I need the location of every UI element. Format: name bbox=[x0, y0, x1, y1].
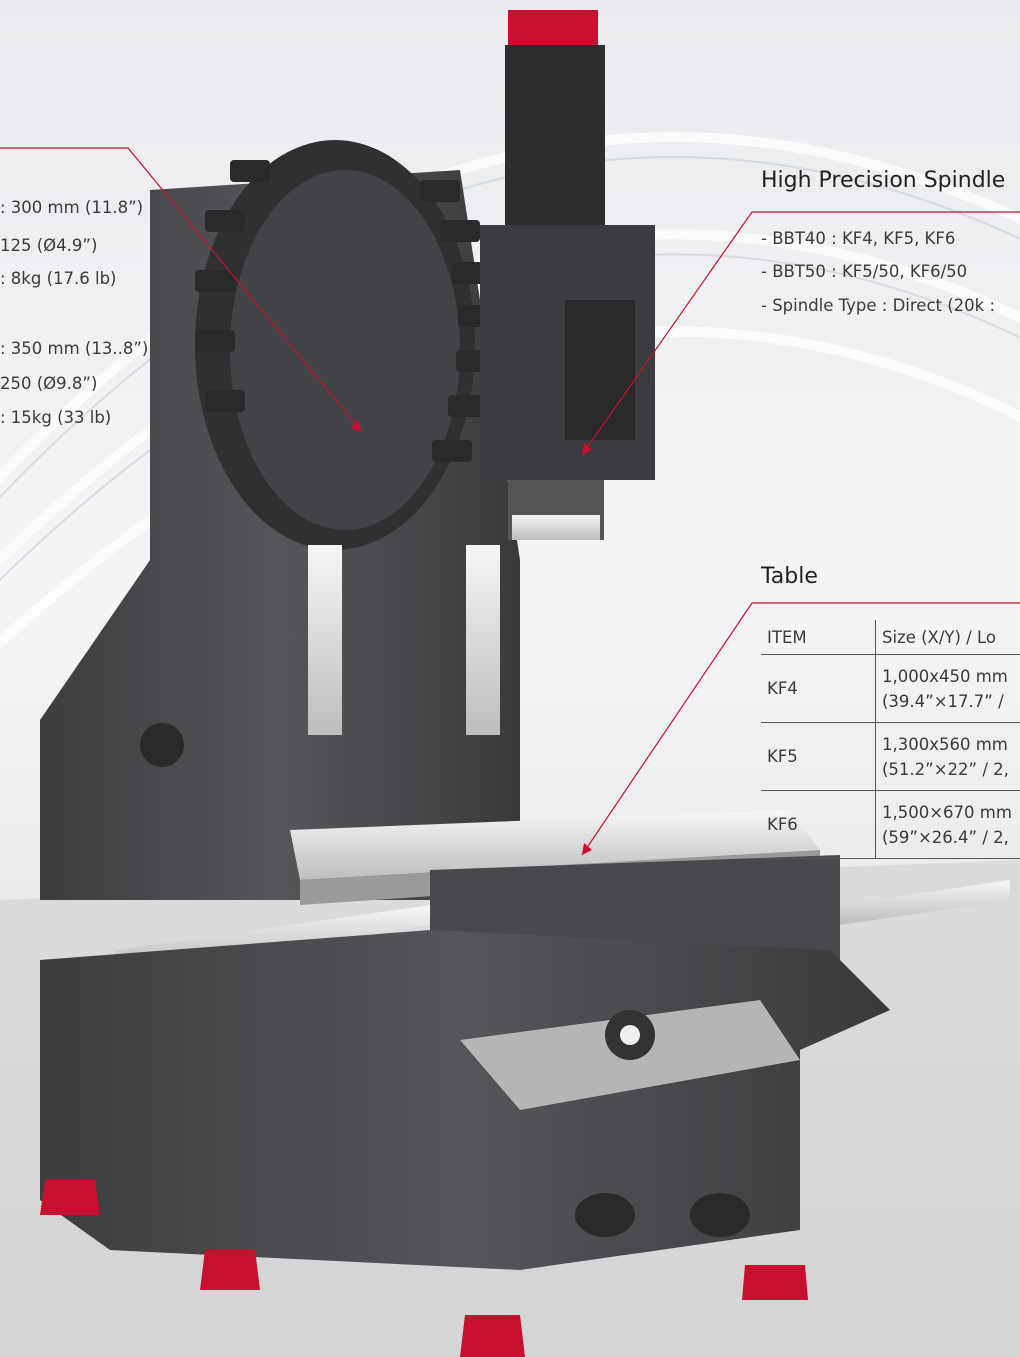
magazine-spec-line: : 15kg (33 lb) bbox=[0, 408, 112, 427]
spindle-spec-line: - Spindle Type : Direct (20k : bbox=[761, 296, 996, 315]
table-header-item: ITEM bbox=[761, 620, 876, 655]
table-row: KF5 1,300x560 mm (51.2”×22” / 2, bbox=[761, 722, 1020, 791]
table-spec-table: ITEM Size (X/Y) / Lo KF4 1,000x450 mm (3… bbox=[761, 620, 1020, 859]
table-cell-item: KF5 bbox=[761, 722, 876, 791]
table-row: KF6 1,500×670 mm (59”×26.4” / 2, bbox=[761, 790, 1020, 859]
size-metric: 1,300x560 mm bbox=[882, 734, 1008, 754]
table-row: KF4 1,000x450 mm (39.4”×17.7” / bbox=[761, 654, 1020, 723]
size-imperial: (51.2”×22” / 2, bbox=[882, 759, 1009, 779]
table-cell-size: 1,500×670 mm (59”×26.4” / 2, bbox=[875, 790, 1020, 859]
table-heading: Table bbox=[761, 564, 818, 589]
table-cell-item: KF6 bbox=[761, 790, 876, 859]
table-cell-size: 1,300x560 mm (51.2”×22” / 2, bbox=[875, 722, 1020, 791]
size-metric: 1,500×670 mm bbox=[882, 802, 1012, 822]
table-cell-item: KF4 bbox=[761, 654, 876, 723]
callout-lines bbox=[0, 147, 1020, 856]
spindle-heading: High Precision Spindle bbox=[761, 168, 1006, 193]
spindle-spec-line: - BBT40 : KF4, KF5, KF6 bbox=[761, 229, 956, 248]
table-header-size: Size (X/Y) / Lo bbox=[875, 620, 1020, 655]
magazine-spec-line: : 8kg (17.6 lb) bbox=[0, 269, 117, 288]
size-metric: 1,000x450 mm bbox=[882, 666, 1008, 686]
magazine-spec-line: 125 (Ø4.9”) bbox=[0, 236, 98, 255]
spindle-spec-line: - BBT50 : KF5/50, KF6/50 bbox=[761, 262, 968, 281]
table-cell-size: 1,000x450 mm (39.4”×17.7” / bbox=[875, 654, 1020, 723]
magazine-spec-line: 250 (Ø9.8”) bbox=[0, 374, 98, 393]
magazine-spec-line: : 300 mm (11.8”) bbox=[0, 198, 144, 217]
size-imperial: (39.4”×17.7” / bbox=[882, 691, 1004, 711]
magazine-spec-line: : 350 mm (13..8”) bbox=[0, 339, 149, 358]
size-imperial: (59”×26.4” / 2, bbox=[882, 827, 1009, 847]
